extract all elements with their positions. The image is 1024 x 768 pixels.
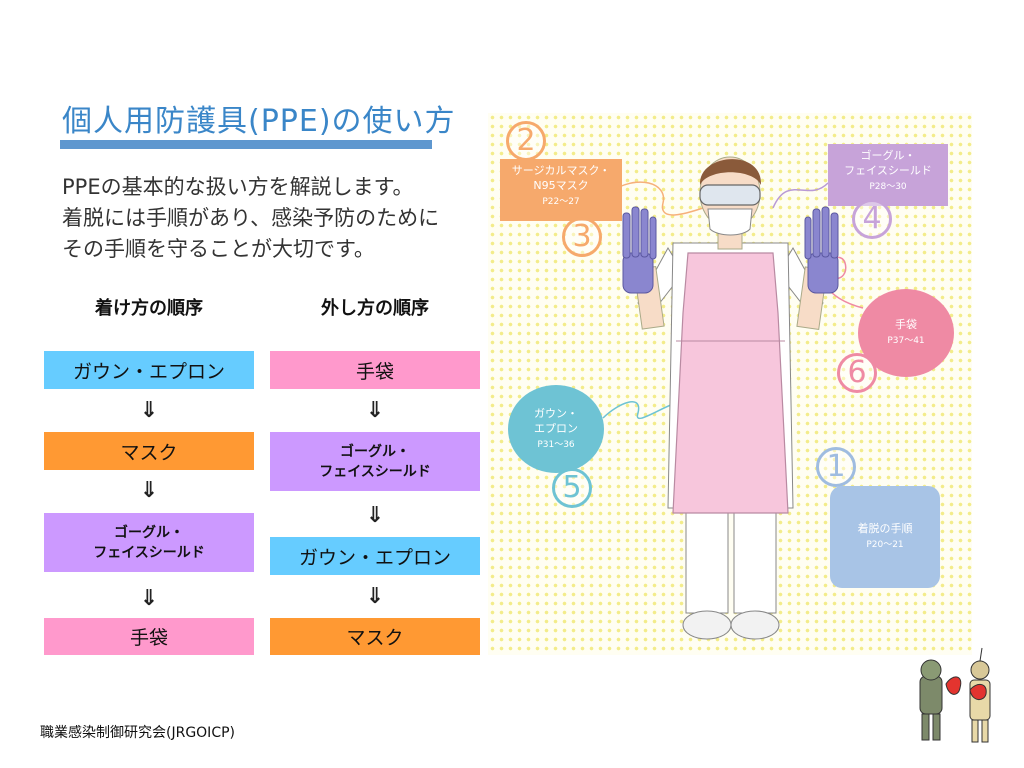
label-mask-number: 2 xyxy=(506,121,546,161)
label-mask-page: P22～27 xyxy=(542,197,580,207)
donning-step-2-label: マスク xyxy=(120,441,178,464)
doffing-arrow-3: ⇓ xyxy=(365,584,385,609)
label-glove-line-1: 手袋 xyxy=(895,318,917,331)
doffing-heading: 外し方の順序 xyxy=(321,298,429,319)
label-goggle-line-1: ゴーグル・ xyxy=(860,149,916,162)
donning-arrow-3: ⇓ xyxy=(139,586,159,611)
doffing-step-1-label: 手袋 xyxy=(355,360,394,383)
label-gown-line-2: エプロン xyxy=(534,421,578,435)
donning-arrow-1: ⇓ xyxy=(139,398,159,423)
footer-credit: 職業感染制御研究会(JRGOICP) xyxy=(40,725,235,741)
doffing-arrow-1: ⇓ xyxy=(365,398,385,423)
donning-step-4: 手袋 xyxy=(44,618,254,655)
label-goggle: ゴーグル・ フェイスシールド P28～30 xyxy=(828,144,948,206)
donning-step-1-label: ガウン・エプロン xyxy=(72,360,225,383)
label-mask-number-alt: 3 xyxy=(562,217,602,257)
intro-line-2: 着脱には手順があり、感染予防のために xyxy=(62,206,440,230)
donning-step-2: マスク xyxy=(44,432,254,470)
donning-heading: 着け方の順序 xyxy=(95,298,203,319)
label-procedure-page: P20～21 xyxy=(866,540,904,550)
donning-step-3-line-2: フェイスシールド xyxy=(93,544,205,561)
donning-step-3-line-1: ゴーグル・ xyxy=(114,524,184,541)
doffing-arrow-2: ⇓ xyxy=(365,503,385,528)
label-mask-line-1: サージカルマスク・ xyxy=(511,164,611,177)
label-goggle-page: P28～30 xyxy=(869,182,907,192)
doffing-step-1: 手袋 xyxy=(270,351,480,389)
doffing-step-2-line-2: フェイスシールド xyxy=(319,463,431,480)
label-mask: サージカルマスク・ N95マスク P22～27 xyxy=(500,159,622,221)
donning-step-1: ガウン・エプロン xyxy=(44,351,254,389)
label-gown-page: P31～36 xyxy=(537,439,575,450)
doffing-step-4: マスク xyxy=(270,618,480,655)
doffing-step-3-label: ガウン・エプロン xyxy=(298,546,451,569)
label-procedure: 着脱の手順 P20～21 xyxy=(830,486,940,588)
label-goggle-line-2: フェイスシールド xyxy=(844,164,932,177)
label-mask-line-2: N95マスク xyxy=(533,179,589,192)
donning-step-4-label: 手袋 xyxy=(129,627,168,649)
intro-line-3: その手順を守ることが大切です。 xyxy=(62,237,375,261)
label-goggle-number: 4 xyxy=(852,199,892,239)
intro-line-1: PPEの基本的な扱い方を解説します。 xyxy=(62,175,414,199)
label-glove-number: 6 xyxy=(837,353,877,393)
label-procedure-number: 1 xyxy=(816,447,856,487)
mascot-logo-icon xyxy=(919,647,991,743)
doffing-step-4-label: マスク xyxy=(346,627,404,649)
label-glove-page: P37～41 xyxy=(887,336,925,346)
doffing-step-2: ゴーグル・ フェイスシールド xyxy=(270,432,480,491)
label-procedure-line-1: 着脱の手順 xyxy=(857,522,913,535)
donning-step-3: ゴーグル・ フェイスシールド xyxy=(44,513,254,572)
nurse-illustration: 2 サージカルマスク・ N95マスク P22～27 3 ゴーグル・ フェイスシー… xyxy=(488,113,972,655)
label-gown: ガウン・ エプロン P31～36 xyxy=(508,385,604,473)
nurse-figure-icon xyxy=(602,156,864,640)
donning-arrow-2: ⇓ xyxy=(139,478,159,503)
title-underline xyxy=(60,140,432,149)
intro-text: PPEの基本的な扱い方を解説します。 着脱には手順があり、感染予防のために その… xyxy=(62,172,462,265)
page-title: 個人用防護具(PPE)の使い方 xyxy=(62,104,456,139)
label-gown-line-1: ガウン・ xyxy=(534,406,578,420)
doffing-step-3: ガウン・エプロン xyxy=(270,537,480,575)
doffing-step-2-line-1: ゴーグル・ xyxy=(340,443,410,460)
label-gown-number: 5 xyxy=(552,468,592,508)
